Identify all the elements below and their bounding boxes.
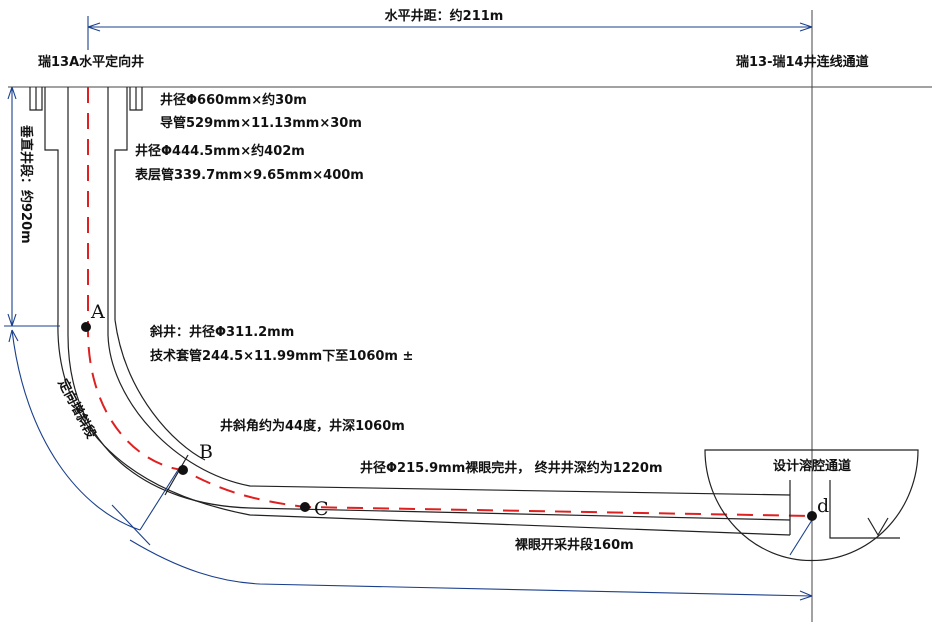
svg-text:d: d (817, 495, 829, 517)
svg-text:A: A (90, 301, 105, 323)
conductor-casing (29, 87, 143, 111)
wellbore-casing-right-wall (114, 319, 206, 461)
open-hole-label: 井径Φ215.9mm裸眼完井， 终井井深约为1220m (360, 460, 663, 476)
design-cavity-label: 设计溶腔通道 (773, 458, 851, 474)
point-b: B (178, 441, 213, 475)
wellbore-casing-left-wall (57, 319, 791, 536)
casing-shoe-line (164, 454, 189, 496)
design-cavity: 设计溶腔通道 (704, 449, 919, 562)
point-c: C (300, 498, 329, 520)
spec-label-3: 井径Φ444.5mm×约402m (135, 143, 305, 159)
build-section-label: 定向增斜段 (54, 375, 99, 441)
point-d: d (807, 495, 829, 521)
svg-text:B: B (199, 441, 213, 463)
right-channel-label: 瑞13-瑞14井连线通道 (736, 54, 869, 70)
horizontal-distance-label: 水平井距：约211m (385, 8, 504, 24)
horizontal-distance-dimension: 水平井距：约211m (87, 8, 813, 50)
spec-label-1: 井径Φ660mm×约30m (160, 92, 307, 108)
open-hole-section-label: 裸眼开采井段160m (515, 537, 634, 553)
svg-text:C: C (314, 498, 329, 520)
vertical-section-dimension: 垂直井段：约920m (4, 86, 60, 327)
point-a: A (81, 301, 105, 332)
wellbore-outer-wall (107, 87, 791, 496)
spec-label-2: 导管529mm×11.13mm×30m (160, 115, 362, 131)
spec-label-4: 表层管339.7mm×9.65mm×400m (134, 167, 364, 183)
wellbore-inner-wall (67, 87, 791, 521)
surface-casing (44, 87, 128, 320)
left-well-label: 瑞13A水平定向井 (38, 54, 144, 70)
angle-depth-label: 井斜角约为44度，井深1060m (220, 418, 405, 434)
open-hole-section-dimension (111, 504, 813, 601)
inclined-label-1: 斜井：井径Φ311.2mm (149, 324, 294, 340)
vertical-section-label: 垂直井段：约920m (18, 125, 34, 244)
inclined-label-2: 技术套管244.5×11.99mm下至1060m ± (150, 348, 413, 364)
